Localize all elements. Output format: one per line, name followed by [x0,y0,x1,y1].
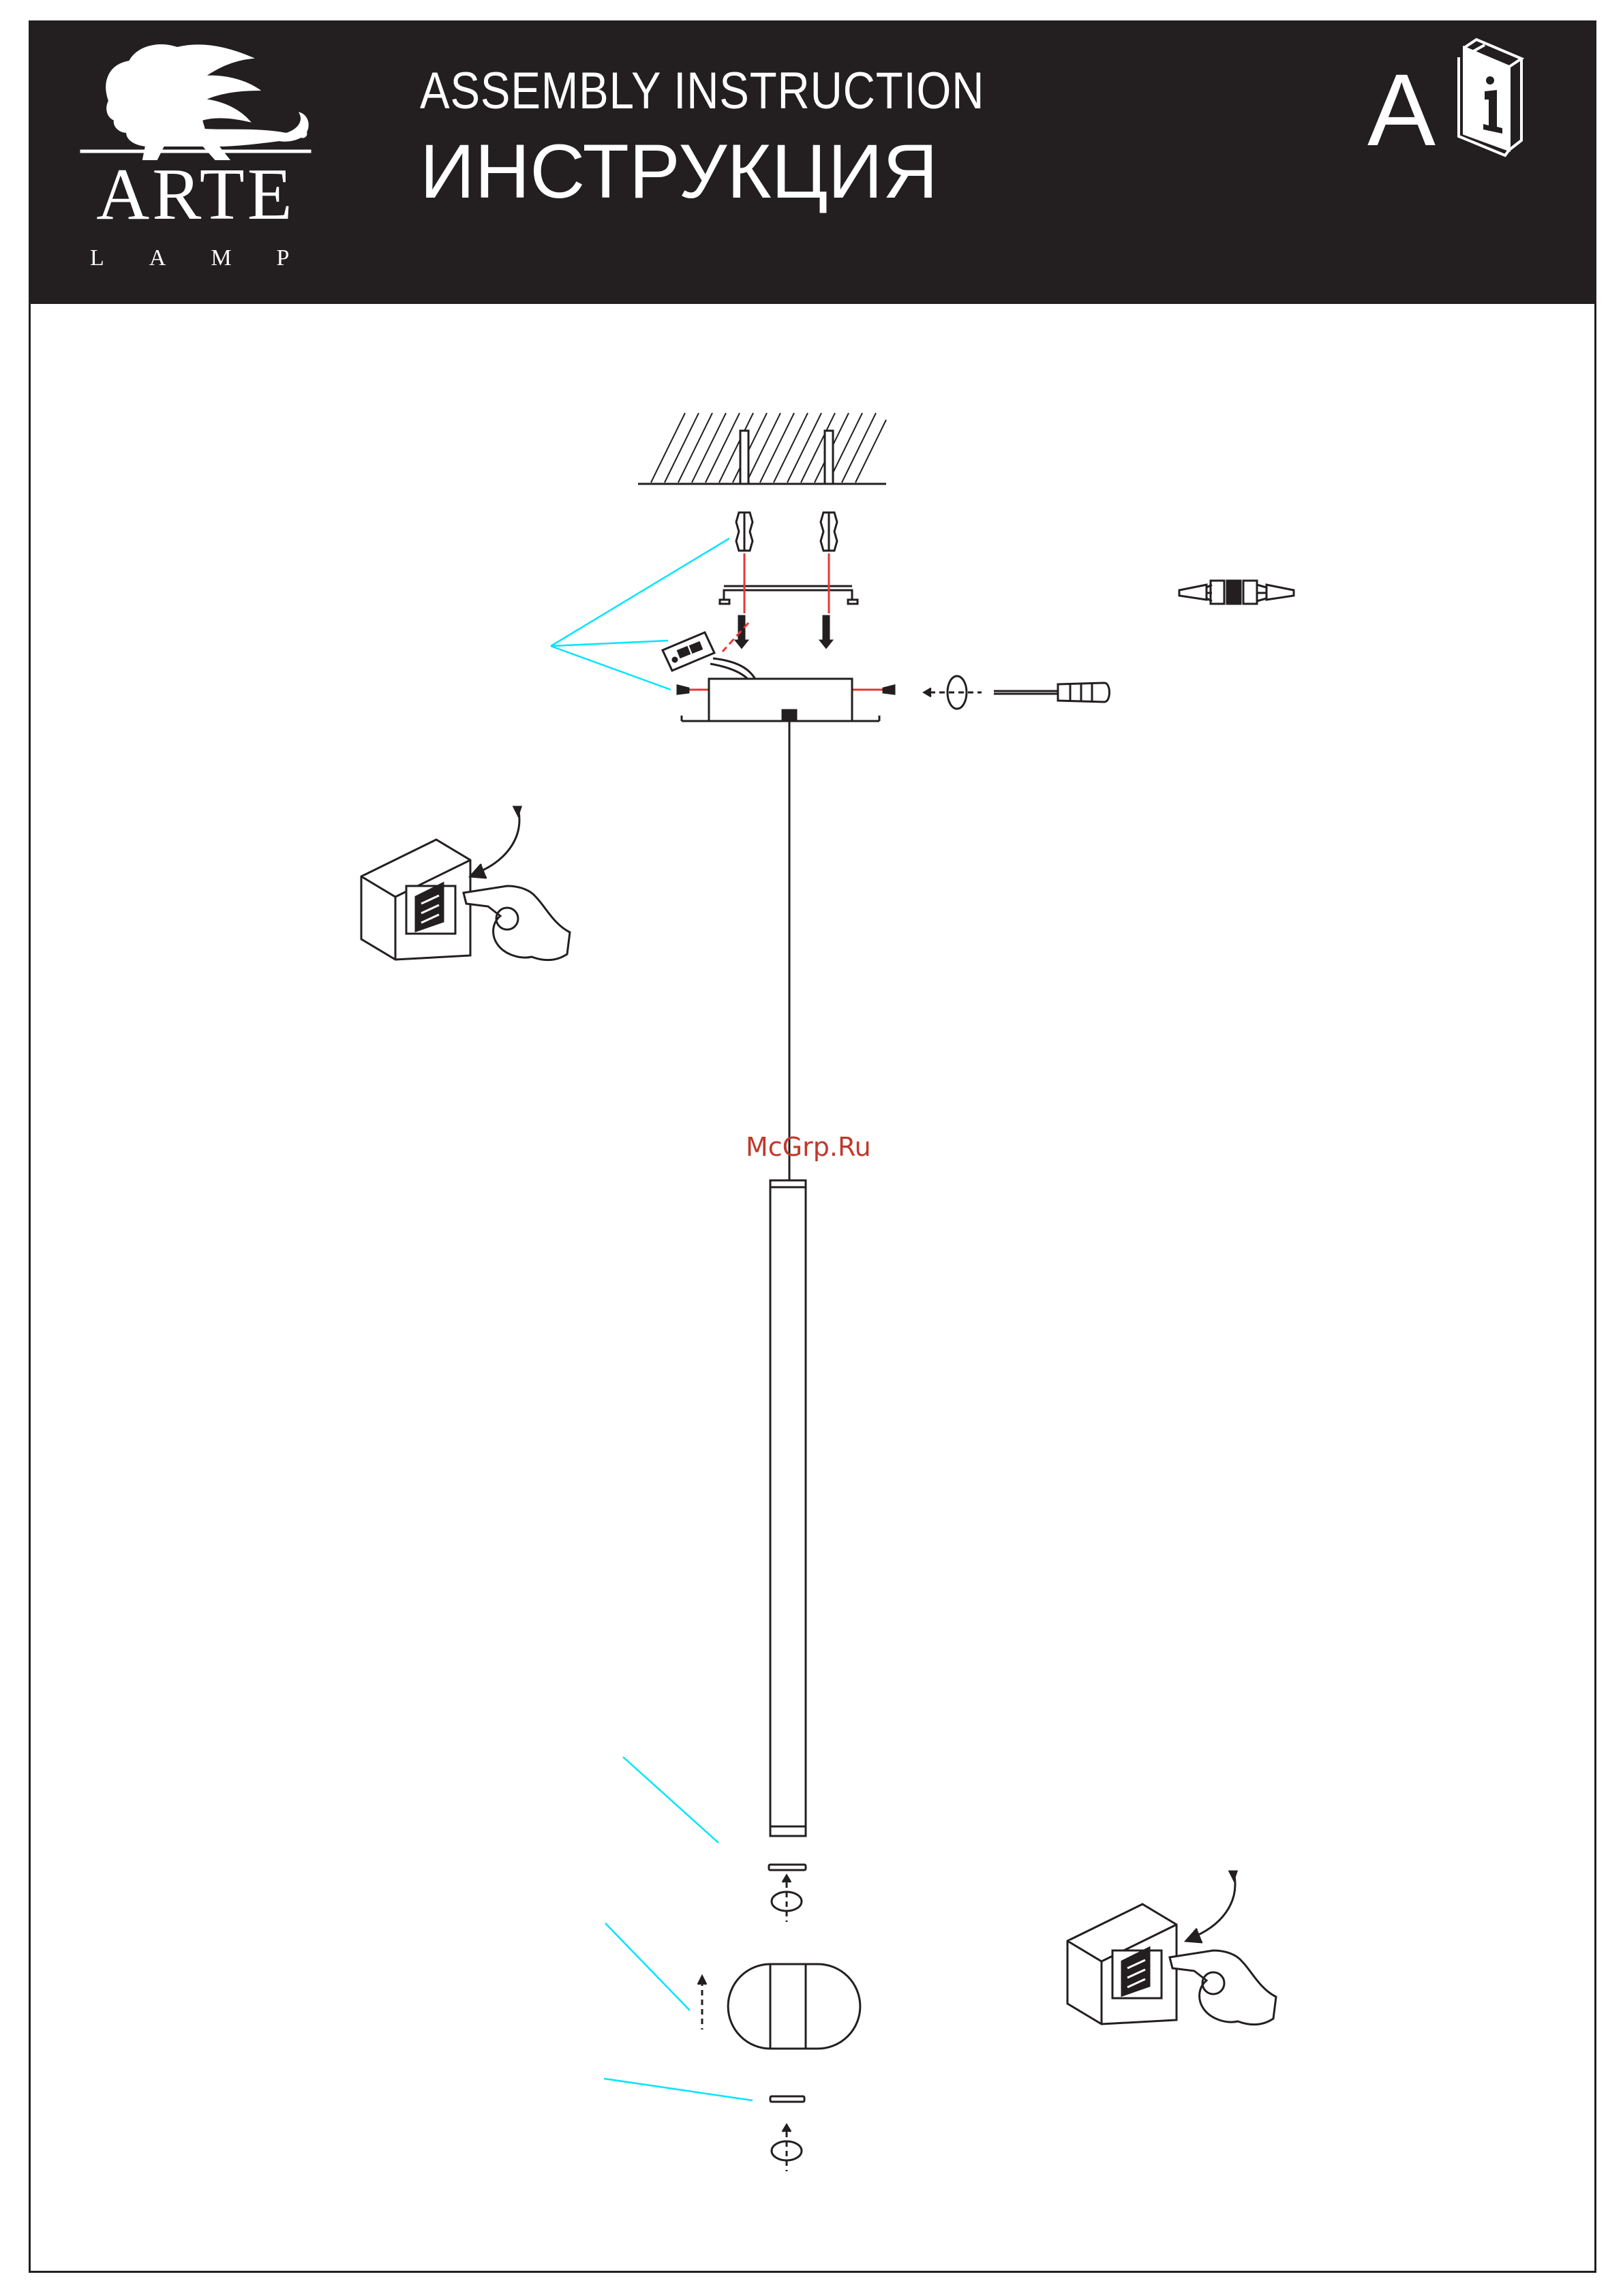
rotate-icon [772,1876,802,1922]
title-english: ASSEMBLY INSTRUCTION [420,65,984,117]
wall-plug-icon [736,512,837,551]
ring-icon [769,1865,806,1870]
ring-icon [770,2096,804,2102]
griffin-logo-icon [80,45,311,159]
watermark: McGrp.Ru [746,1134,871,1160]
brand-subtitle: LAMP [76,247,315,270]
brand-name: ARTE [76,158,315,232]
lamp-end-cap-icon [698,1964,860,2049]
hand-pointing-icon [1170,1950,1276,2025]
rotate-icon [924,676,982,709]
wire-connector-icon [1179,581,1294,604]
variant-letter: A [1367,59,1436,161]
rotate-icon [772,2125,802,2171]
ceiling-icon [638,413,886,484]
screw-icon [736,616,832,647]
axis-lines [683,553,886,690]
hand-pointing-icon [464,886,570,960]
leader-lines [551,538,753,2100]
mounting-bracket-icon [720,586,858,604]
instruction-manual-icon [1459,40,1521,155]
canopy-icon [678,679,894,721]
pendant-tube-icon [770,1180,806,1836]
title-russian: ИНСТРУКЦИЯ [420,134,938,210]
screwdriver-icon [994,683,1110,702]
